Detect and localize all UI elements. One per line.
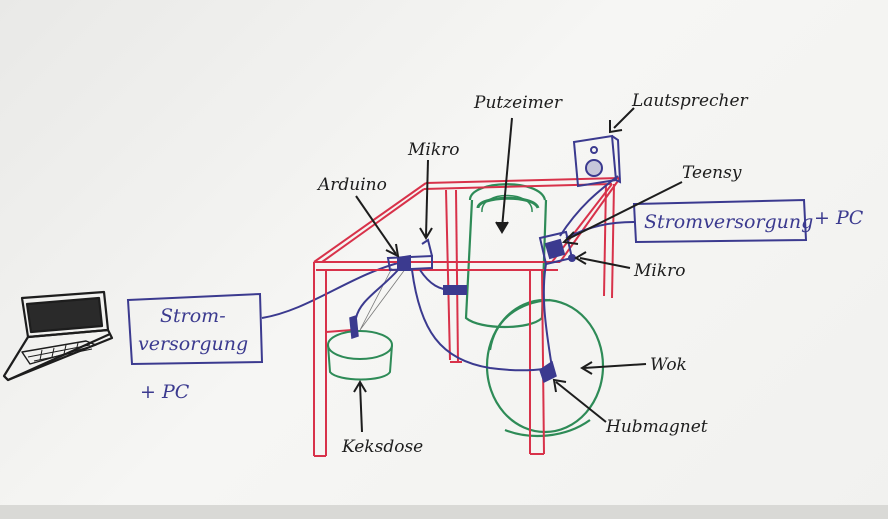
tin-magnet: [349, 314, 359, 340]
label-putzeimer: Putzeimer: [473, 93, 563, 113]
label-keksdose: Keksdose: [341, 437, 423, 457]
label-teensy: Teensy: [682, 163, 742, 183]
wires: [355, 175, 635, 372]
speaker-icon: [572, 134, 622, 188]
teensy-board: [538, 230, 576, 266]
label-wok: Wok: [650, 355, 687, 375]
label-arduino: Arduino: [316, 175, 387, 195]
paper-edge: [0, 505, 888, 519]
threads: [359, 267, 407, 331]
arduino-board: [386, 238, 433, 272]
power-right-pc: + PC: [814, 207, 864, 229]
power-left-line2: versorgung: [138, 333, 248, 355]
power-left-pc: + PC: [140, 381, 190, 403]
label-arrows: [353, 107, 683, 433]
wire-left-arduino: [261, 261, 403, 319]
label-mikro-right: Mikro: [633, 261, 686, 281]
power-left-line1: Strom-: [160, 305, 226, 327]
bucket: [464, 183, 548, 329]
power-right-line: Stromversorgung: [644, 211, 813, 233]
label-hubmagnet: Hubmagnet: [605, 417, 708, 437]
label-lautsprecher: Lautsprecher: [631, 91, 749, 111]
power-box-right: Stromversorgung: [632, 198, 813, 244]
cookie-tin: [327, 330, 393, 381]
label-mikro-top: Mikro: [407, 140, 460, 160]
power-box-left: Strom- versorgung: [126, 292, 264, 366]
lift-magnet: [539, 360, 557, 384]
laptop-icon: [2, 290, 114, 382]
